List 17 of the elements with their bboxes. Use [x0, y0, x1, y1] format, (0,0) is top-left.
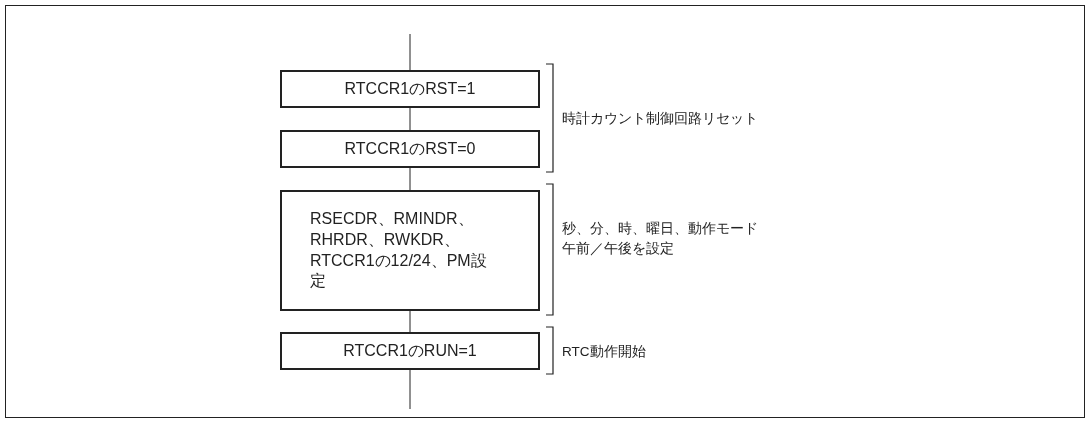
box-text: RTCCR1のRST=0 — [344, 138, 476, 159]
connector-line — [409, 167, 411, 191]
connector-line — [409, 369, 411, 410]
bracket-note: 午前／午後を設定 — [562, 240, 674, 258]
box-text: RSECDR、RMINDR、RHRDR、RWKDR、RTCCR1の12/24、PM設定 — [310, 208, 488, 292]
box-text: RTCCR1のRST=1 — [344, 78, 476, 99]
connector-line — [409, 33, 411, 71]
bracket-note: RTC動作開始 — [562, 343, 646, 361]
process-box — [280, 130, 540, 168]
process-box — [280, 190, 540, 311]
bracket-note: 秒、分、時、曜日、動作モード — [562, 220, 758, 238]
bracket-note: 時計カウント制御回路リセット — [562, 110, 758, 128]
connector-line — [409, 107, 411, 131]
process-box — [280, 332, 540, 370]
connector-line — [409, 310, 411, 333]
box-text: RTCCR1のRUN=1 — [343, 340, 477, 361]
process-box — [280, 70, 540, 108]
